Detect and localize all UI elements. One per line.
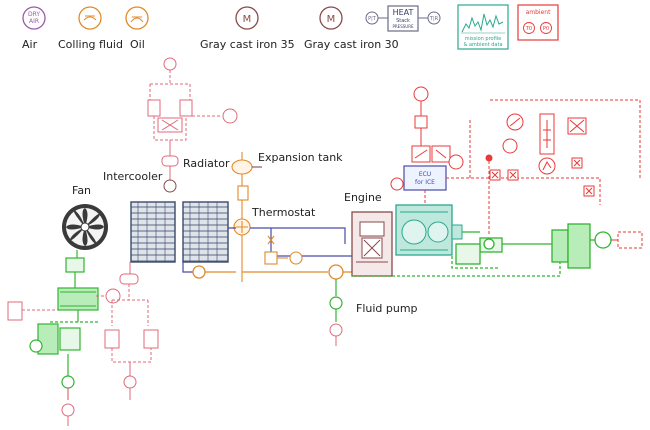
heat-right-port: T|R: [429, 16, 439, 22]
legend-iron30-label: Gray cast iron 30: [304, 38, 399, 51]
fan-label: Fan: [72, 184, 91, 197]
ambient-pressure-symbol: P0: [543, 26, 549, 32]
ecu-label-line2: for ICE: [415, 179, 435, 186]
engine-block-teal: [396, 205, 462, 255]
radiator-icon: [183, 202, 228, 262]
output-sink: [611, 232, 642, 248]
iron35-legend-icon: M: [236, 7, 258, 29]
legend-air-label: Air: [22, 38, 38, 51]
ambient-label: ambient: [526, 9, 551, 16]
coolant-legend-icon: [79, 7, 101, 29]
mission-profile-block: mission profile & ambient data: [458, 5, 508, 49]
engine-icon: [352, 212, 392, 276]
fan-icon: [62, 204, 108, 250]
legend-oil-label: Oil: [130, 38, 145, 51]
fluid-pump-icon: [330, 279, 342, 322]
ecu-block: ECU for ICE: [404, 166, 446, 205]
fan-mechanical-assembly: [30, 250, 100, 400]
engine-label: Engine: [344, 191, 382, 204]
thermostat-icon: [234, 186, 250, 282]
intercooler-icon: [131, 202, 175, 262]
fluid-pump-air: [330, 324, 342, 346]
legend: DRY AIR Air Colling fluid Oil M Gray cas…: [22, 5, 558, 51]
thermostat-label: Thermostat: [251, 206, 316, 219]
expansion-tank-label: Expansion tank: [258, 151, 343, 164]
intercooler-label: Intercooler: [103, 170, 163, 183]
ecu-label-line1: ECU: [419, 171, 431, 178]
heat-left-port: P|T: [368, 16, 377, 22]
ambient-block: ambient T0 P0: [518, 5, 558, 40]
heat-sub2: PRESSURE: [392, 24, 414, 29]
coolant-circuit: [193, 265, 360, 279]
mission-profile-line2: & ambient data: [463, 42, 502, 48]
heat-stack-block: P|T HEAT Stack PRESSURE T|R: [366, 6, 440, 31]
iron35-symbol: M: [243, 14, 252, 25]
legend-iron35-label: Gray cast iron 35: [200, 38, 295, 51]
right-control-network: [446, 100, 640, 236]
legend-coolant-label: Colling fluid: [58, 38, 123, 51]
heat-title: HEAT: [393, 8, 414, 17]
iron30-legend-icon: M: [320, 7, 342, 29]
intercooler-air-lines: [105, 262, 158, 400]
iron30-symbol: M: [327, 14, 336, 25]
ambient-temperature-symbol: T0: [525, 26, 532, 32]
air-legend-icon: DRY AIR: [23, 7, 45, 29]
radiator-label: Radiator: [183, 157, 230, 170]
oil-legend-icon: [126, 7, 148, 29]
fluid-pump-label: Fluid pump: [356, 302, 418, 315]
air-badge-line2: AIR: [29, 18, 39, 25]
air-badge-line1: DRY: [28, 11, 40, 18]
